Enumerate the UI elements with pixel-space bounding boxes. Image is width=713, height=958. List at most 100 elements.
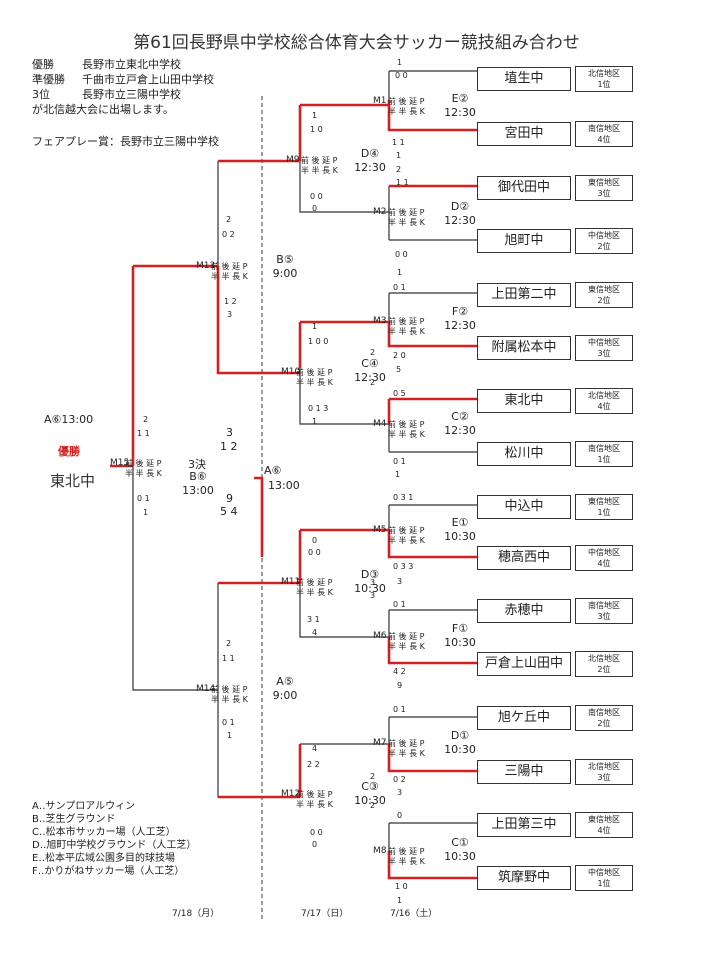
match-label-m1: M1 <box>373 96 387 106</box>
team-box: 附属松本中 <box>477 336 571 360</box>
score-mark: 2 <box>370 772 376 781</box>
score-mark: 0 1 <box>393 457 406 466</box>
venue-code: D③ <box>360 568 380 581</box>
venue-code: F① <box>451 622 469 635</box>
kickoff-time: 12:30 <box>354 161 386 174</box>
region-name: 中信地区 <box>588 338 620 347</box>
pk-header-bottom: 半 半 長 K <box>296 378 333 387</box>
pk-header-top: 前 後 延 P <box>388 847 425 856</box>
region-name: 北信地区 <box>588 69 620 78</box>
result-champion: 優勝長野市立東北中学校 <box>32 56 181 72</box>
score-mark: 2 <box>370 801 376 810</box>
score-mark: 0 0 <box>308 548 321 557</box>
team-box: 旭町中 <box>477 229 571 253</box>
venue-code: C③ <box>361 780 379 793</box>
result-rank: 3位 <box>32 88 50 101</box>
score-mark: 2 2 <box>307 760 320 769</box>
team-box: 上田第二中 <box>477 283 571 307</box>
kickoff-time: 10:30 <box>444 850 476 863</box>
score-mark: 1 0 <box>395 882 408 891</box>
score-mark: 1 <box>396 151 402 160</box>
venue-code: E② <box>451 92 469 105</box>
region-name: 東信地区 <box>588 497 620 506</box>
kickoff-time: 12:30 <box>444 106 476 119</box>
score-mark: 1 <box>312 111 318 120</box>
score-mark: 1 <box>312 322 318 331</box>
region-name: 南信地区 <box>588 444 620 453</box>
score-mark: 1 <box>397 58 403 67</box>
team-box: 埴生中 <box>477 67 571 91</box>
region-name: 北信地区 <box>588 391 620 400</box>
pk-header-top: 前 後 延 P <box>296 578 333 587</box>
score-mark: 0 1 <box>137 494 150 503</box>
third-place-label: 3決 <box>188 458 206 471</box>
venue-code: D② <box>450 200 470 213</box>
region-name: 東信地区 <box>588 815 620 824</box>
match-label-m4: M4 <box>373 419 387 429</box>
pk-header-top: 前 後 延 P <box>296 790 333 799</box>
score-mark: 0 2 <box>222 230 235 239</box>
score-mark: 4 <box>312 744 318 753</box>
kickoff-time: 12:30 <box>444 319 476 332</box>
pk-header-top: 前 後 延 P <box>388 632 425 641</box>
date-day1: 7/16（土） <box>390 909 438 919</box>
match-label-m6: M6 <box>373 631 387 641</box>
region-rank: 4位 <box>597 135 611 144</box>
score-mark: 4 <box>312 628 318 637</box>
region-rank: 4位 <box>597 826 611 835</box>
team-box: 上田第三中 <box>477 813 571 837</box>
champion-label: 優勝 <box>58 445 80 458</box>
score-mark: 1 <box>143 508 149 517</box>
team-box: 旭ケ丘中 <box>477 706 571 730</box>
pk-header-bottom: 半 半 長 K <box>301 166 338 175</box>
region-rank: 3位 <box>597 773 611 782</box>
score-mark: 0 1 <box>393 283 406 292</box>
result-rank: 優勝 <box>32 58 54 71</box>
pk-header-top: 前 後 延 P <box>388 208 425 217</box>
score-mark: 0 <box>312 840 318 849</box>
legend-b: B‥芝生グラウンド <box>32 814 116 825</box>
region-name: 東信地区 <box>588 178 620 187</box>
kickoff-time: 9:00 <box>272 689 298 702</box>
score-mark: 1 <box>397 896 403 905</box>
region-box: 東信地区 4位 <box>575 812 633 838</box>
score-mark: 1 2 <box>224 297 237 306</box>
score-mark: 0 1 <box>393 600 406 609</box>
venue-code: B⑥ <box>189 470 207 483</box>
pk-header-top: 前 後 延 P <box>388 526 425 535</box>
score-mark: 0 <box>397 811 403 820</box>
region-rank: 3位 <box>597 189 611 198</box>
region-rank: 1位 <box>597 879 611 888</box>
legend-f: F‥かりがねサッカー場（人工芝） <box>32 866 185 877</box>
score-mark: 0 <box>312 536 318 545</box>
kickoff-time: 10:30 <box>354 794 386 807</box>
match-label-m5: M5 <box>373 525 387 535</box>
legend-c: C‥松本市サッカー場（人工芝） <box>32 827 176 838</box>
pk-header-bottom: 半 半 長 K <box>125 469 162 478</box>
region-rank: 2位 <box>597 242 611 251</box>
third-place-score: 1 2 <box>220 440 238 453</box>
score-mark: 2 <box>226 215 232 224</box>
pk-header-bottom: 半 半 長 K <box>211 272 248 281</box>
score-mark: 0 1 3 <box>308 404 329 413</box>
team-box: 中込中 <box>477 495 571 519</box>
team-box: 松川中 <box>477 442 571 466</box>
kickoff-time: 12:30 <box>444 214 476 227</box>
results-note: が北信越大会に出場します。 <box>32 103 174 116</box>
